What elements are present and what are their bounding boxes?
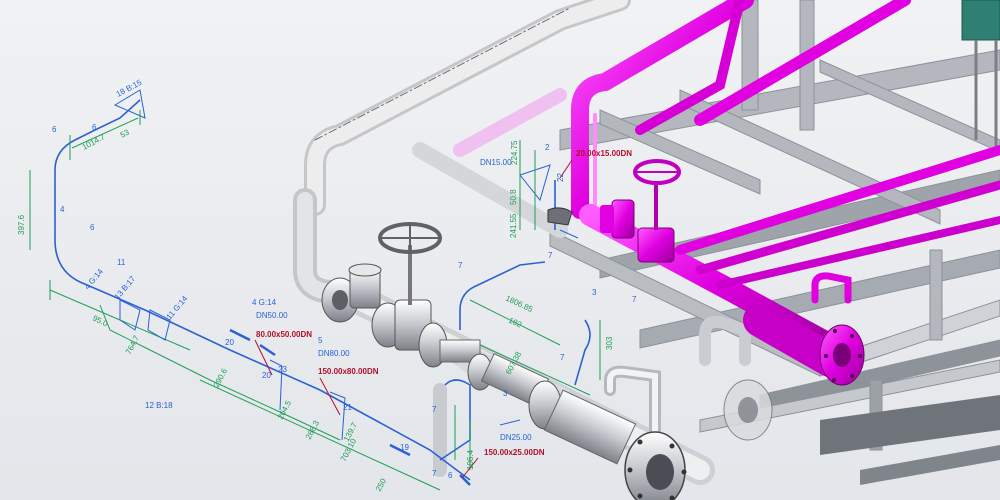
dim-label: 182 xyxy=(507,316,523,330)
equipment-panel xyxy=(961,0,1000,150)
reducer-callout: 150.00x80.00DN xyxy=(318,367,379,376)
item-number: 3 xyxy=(503,389,508,398)
item-number: 7 xyxy=(560,353,565,362)
item-number: 3 xyxy=(592,288,597,297)
dimension-labels-left: 18 B:15 1014.7 53 397.6 4 G:14 13 B:17 1… xyxy=(17,78,453,493)
item-number: 5 xyxy=(318,336,323,345)
dim-label: 53 xyxy=(119,127,132,139)
reducer-callout: 150.00x25.00DN xyxy=(484,448,545,457)
dim-label: 18 B:15 xyxy=(115,78,144,99)
item-number: 7 xyxy=(632,295,637,304)
dim-label: DN25.00 xyxy=(500,433,532,442)
item-number: 20 xyxy=(225,338,234,347)
dim-label: 95.0 xyxy=(91,314,109,329)
gate-valve-assembly[interactable] xyxy=(321,222,773,500)
dim-label: 13 B:17 xyxy=(113,274,138,301)
reducer-callout: 80.00x50.00DN xyxy=(256,330,312,339)
highlighted-pipe-run[interactable] xyxy=(453,0,1000,377)
dim-label: 12 B:18 xyxy=(145,401,173,410)
item-number: 2 xyxy=(545,143,550,152)
item-number: 6 xyxy=(92,123,97,132)
item-number: 7 xyxy=(548,251,553,260)
dim-label: 290.6 xyxy=(212,367,230,389)
dim-label: 50.8 xyxy=(509,189,518,205)
item-number: 20 xyxy=(262,371,271,380)
item-number: 6 xyxy=(52,125,57,134)
item-number: 23 xyxy=(278,365,287,374)
item-number: 7 xyxy=(432,405,437,414)
dim-label: DN80.00 xyxy=(318,349,350,358)
item-number: 7 xyxy=(458,261,463,270)
item-number: 6 xyxy=(448,471,453,480)
item-number: 11 xyxy=(117,258,126,267)
dim-label: 1806.85 xyxy=(504,294,535,315)
dim-label: 4 G:14 xyxy=(252,298,277,307)
isometric-drawing-left xyxy=(29,89,471,491)
dim-label: 106.4 xyxy=(466,449,475,470)
item-number: 7 xyxy=(432,469,437,478)
item-number: 19 xyxy=(400,443,409,452)
dim-label: 241.55 xyxy=(509,213,518,238)
dim-label: 22 xyxy=(556,173,565,182)
dim-label: DN15.00 xyxy=(480,158,512,167)
dim-label: DN50.00 xyxy=(256,311,288,320)
item-number: 4 xyxy=(60,205,65,214)
isometric-drawing-center xyxy=(439,140,601,470)
highlighted-valve[interactable] xyxy=(600,159,865,386)
item-number: 21 xyxy=(343,403,352,412)
dim-label: 224.75 xyxy=(510,140,519,165)
reducer-callout: 20.00x15.00DN xyxy=(576,149,632,158)
item-number: 6 xyxy=(90,223,95,232)
callout-leaders xyxy=(254,159,573,479)
dim-label: 303 xyxy=(605,336,614,350)
dim-label: 11 G:14 xyxy=(165,294,190,322)
dim-label: 250 xyxy=(374,476,388,492)
dim-label: 139.7 xyxy=(342,421,360,443)
dim-label: 397.6 xyxy=(17,214,26,235)
